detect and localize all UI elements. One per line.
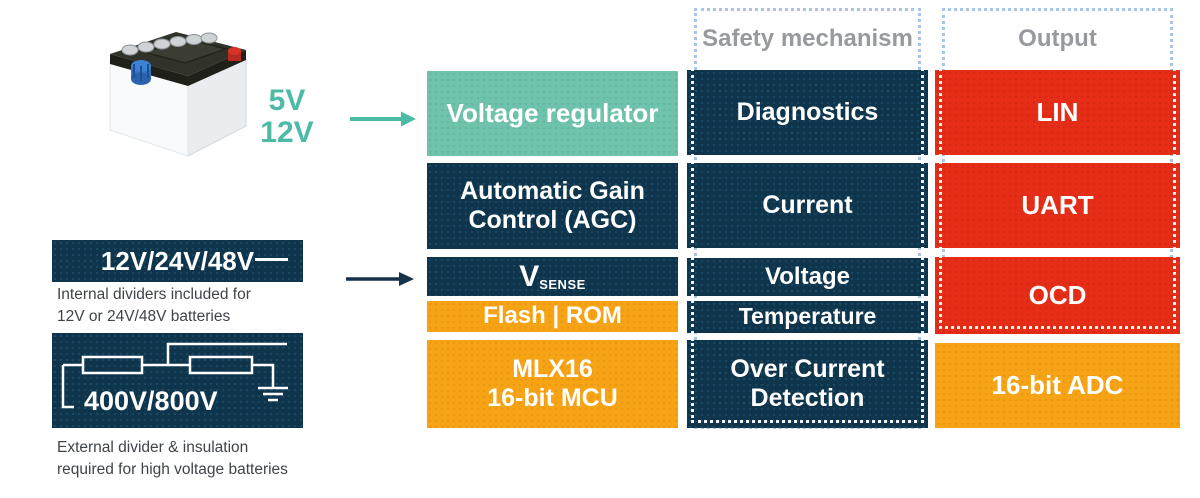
vsense-main: V	[519, 259, 540, 293]
car-battery-icon	[109, 32, 247, 157]
block-mlx16-mcu: MLX16 16-bit MCU	[427, 340, 678, 428]
navy-arrow-icon	[346, 272, 414, 286]
external-divider-caption: External divider & insulation required f…	[57, 439, 288, 478]
block-ocd: OCD	[935, 255, 1180, 334]
internal-divider-caption: Internal dividers included for 12V or 24…	[57, 286, 251, 325]
external-divider-box: 400V/800V	[52, 333, 303, 428]
block-diagnostics: Diagnostics	[687, 68, 928, 157]
minus-line	[255, 258, 288, 261]
block-16bit-adc: 16-bit ADC	[935, 343, 1180, 428]
low-voltage-label: 5V 12V	[260, 84, 314, 149]
vsense-sub: SENSE	[539, 276, 586, 292]
internal-divider-label: 12V/24V/48V	[100, 245, 255, 276]
block-lin: LIN	[935, 68, 1180, 157]
output-column-header: Output	[1018, 25, 1097, 52]
output-column: Output LIN UART OCD 16-bit ADC	[935, 0, 1180, 498]
external-divider-label: 400V/800V	[84, 386, 218, 417]
block-flash-rom: Flash | ROM	[427, 301, 678, 332]
block-voltage: Voltage	[687, 256, 928, 298]
block-current: Current	[687, 161, 928, 250]
voltage-divider-circuit-icon	[61, 342, 288, 409]
block-temperature: Temperature	[687, 299, 928, 335]
block-over-current-detection: Over Current Detection	[687, 338, 928, 428]
safety-column: Safety mechanism Diagnostics Current Vol…	[687, 0, 928, 498]
block-agc: Automatic Gain Control (AGC)	[427, 163, 678, 249]
block-uart: UART	[935, 161, 1180, 250]
safety-column-header: Safety mechanism	[702, 25, 913, 52]
teal-arrow-icon	[350, 111, 416, 127]
chip-column: Voltage regulator Automatic Gain Control…	[427, 0, 678, 498]
internal-divider-box: 12V/24V/48V	[52, 240, 303, 282]
block-voltage-regulator: Voltage regulator	[427, 71, 678, 156]
